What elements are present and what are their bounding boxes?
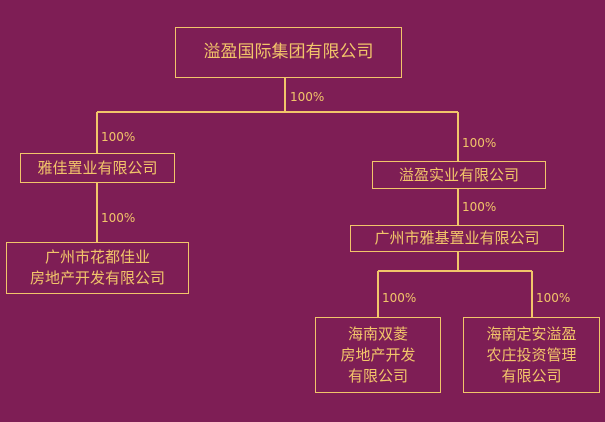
node-huadu: 广州市花都佳业 房地产开发有限公司 [6,242,189,294]
node-yaji-label: 广州市雅基置业有限公司 [374,229,540,247]
node-root-company: 溢盈国际集团有限公司 [175,27,402,78]
ownership-label-root: 100% [290,90,325,104]
ownership-label-ding-an: 100% [536,291,571,305]
ownership-label-shuangling: 100% [382,291,417,305]
ownership-label-yiying-shiye: 100% [462,136,497,150]
node-yiying-shiye: 溢盈实业有限公司 [372,161,546,189]
ownership-label-huadu: 100% [101,211,136,225]
node-shuangling: 海南双菱 房地产开发 有限公司 [315,317,441,393]
ownership-label-yaji: 100% [462,200,497,214]
node-yajia: 雅佳置业有限公司 [20,153,175,183]
node-yajia-label: 雅佳置业有限公司 [37,158,158,177]
node-ding-an: 海南定安溢盈 农庄投资管理 有限公司 [463,317,600,393]
node-shuangling-label: 海南双菱 房地产开发 有限公司 [340,324,416,385]
ownership-label-yajia: 100% [101,130,136,144]
node-root-label: 溢盈国际集团有限公司 [203,42,374,62]
node-yiying-shiye-label: 溢盈实业有限公司 [398,165,519,184]
node-yaji: 广州市雅基置业有限公司 [350,225,564,252]
node-ding-an-label: 海南定安溢盈 农庄投资管理 有限公司 [486,324,577,385]
node-huadu-label: 广州市花都佳业 房地产开发有限公司 [29,248,165,287]
